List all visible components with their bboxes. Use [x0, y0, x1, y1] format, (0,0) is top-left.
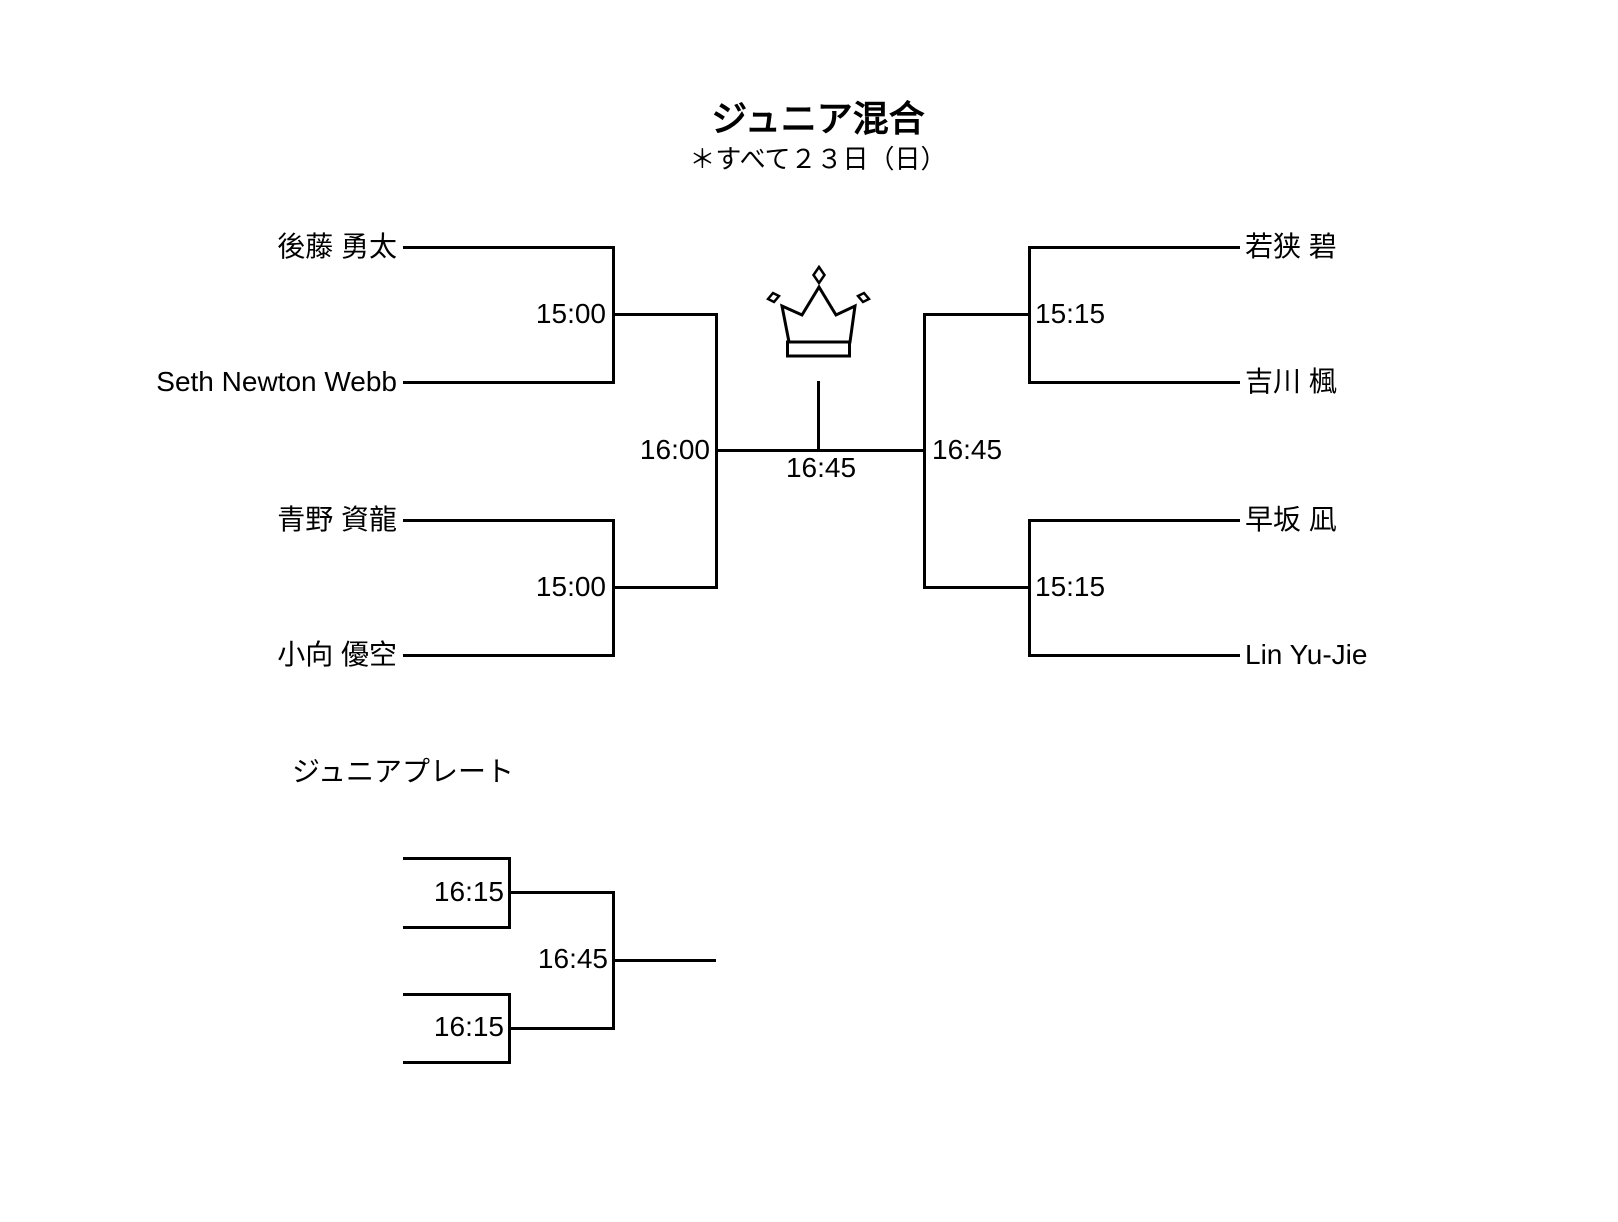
plate-m2-output-line: [508, 1027, 615, 1030]
qf1-player1-name: 後藤 勇太: [277, 231, 397, 262]
qf3-output-line: [923, 313, 1031, 316]
plate-heading: ジュニアプレート: [292, 756, 515, 787]
semifinal-right-time: 16:45: [932, 434, 1003, 465]
qf2-time: 15:00: [535, 571, 606, 602]
plate-m2-time: 16:15: [433, 1011, 504, 1042]
qf4-player1-name: 早坂 凪: [1245, 504, 1337, 535]
qf2-player2-name: 小向 優空: [277, 639, 397, 670]
crown-icon: [766, 264, 871, 358]
qf4-connector-line: [1028, 519, 1031, 657]
plate-m2-player2-line: [403, 1061, 511, 1064]
qf2-output-line: [612, 586, 718, 589]
qf3-player2-name: 吉川 楓: [1245, 366, 1337, 397]
plate-winner-line: [612, 959, 716, 962]
plate-m1-player2-line: [403, 926, 511, 929]
champion-stem-line: [817, 381, 820, 449]
qf2-player1-name: 青野 資龍: [277, 504, 397, 535]
qf3-player1-line: [1028, 246, 1240, 249]
qf4-output-line: [923, 586, 1031, 589]
qf3-player2-line: [1028, 381, 1240, 384]
plate-m1-time: 16:15: [433, 876, 504, 907]
plate-m1-output-line: [508, 891, 615, 894]
qf3-time: 15:15: [1035, 298, 1106, 329]
qf1-player2-name: Seth Newton Webb: [156, 366, 397, 397]
qf3-player1-name: 若狭 碧: [1245, 231, 1337, 262]
qf3-connector-line: [1028, 246, 1031, 384]
qf4-time: 15:15: [1035, 571, 1106, 602]
qf2-player1-line: [403, 519, 615, 522]
semifinal-left-time: 16:00: [639, 434, 710, 465]
qf4-player2-line: [1028, 654, 1240, 657]
plate-m2-player1-line: [403, 993, 511, 996]
plate-final-time: 16:45: [537, 943, 608, 974]
qf1-time: 15:00: [535, 298, 606, 329]
final-time: 16:45: [785, 452, 857, 483]
final-line: [715, 449, 926, 452]
semifinal-right-connector-line: [923, 313, 926, 589]
qf1-player1-line: [403, 246, 615, 249]
qf1-output-line: [612, 313, 718, 316]
page-title: ジュニア混合: [711, 98, 925, 139]
header: ジュニア混合 ＊すべて２３日（日）: [418, 96, 1218, 176]
plate-m1-player1-line: [403, 857, 511, 860]
qf2-player2-line: [403, 654, 615, 657]
qf4-player1-line: [1028, 519, 1240, 522]
qf4-player2-name: Lin Yu-Jie: [1245, 639, 1368, 670]
qf1-player2-line: [403, 381, 615, 384]
page-subtitle: ＊すべて２３日（日）: [689, 144, 947, 174]
